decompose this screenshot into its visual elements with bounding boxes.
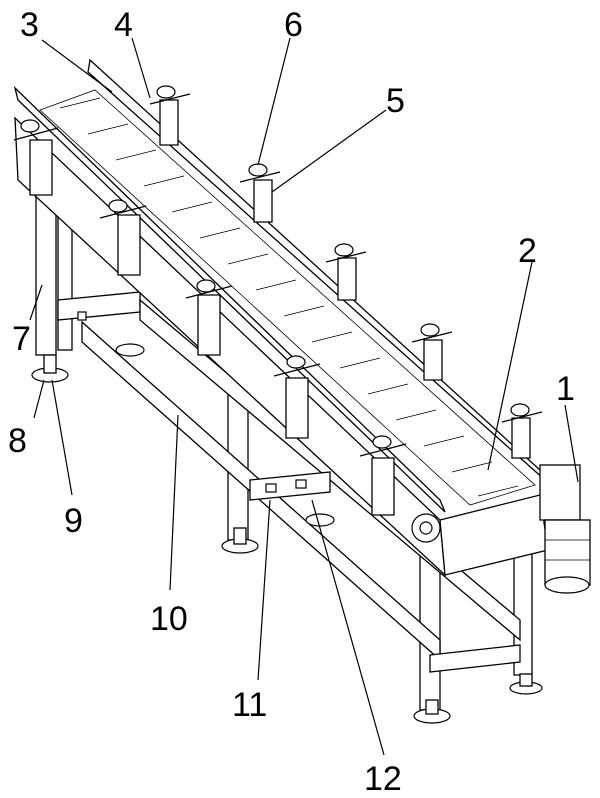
callout-4: 4 xyxy=(114,6,133,44)
guide-brackets xyxy=(29,99,531,516)
drive-unit xyxy=(411,464,591,594)
callout-11: 11 xyxy=(232,686,267,724)
callout-1: 1 xyxy=(556,370,575,408)
support-legs xyxy=(35,194,533,711)
conveyor-frame xyxy=(13,58,549,577)
chain-plates xyxy=(59,97,519,497)
callout-leaders xyxy=(29,37,579,756)
callout-3: 3 xyxy=(20,6,39,44)
callout-8: 8 xyxy=(8,422,27,460)
callout-9: 9 xyxy=(64,502,83,540)
callout-2: 2 xyxy=(518,232,537,270)
callout-5: 5 xyxy=(386,82,405,120)
lower-frame xyxy=(57,291,521,673)
callout-10: 10 xyxy=(150,600,188,638)
adjustment-knobs xyxy=(13,85,543,457)
callout-7: 7 xyxy=(12,320,31,358)
leveling-feet xyxy=(31,354,543,724)
callout-labels: 1 2 3 4 6 5 7 8 9 10 11 12 xyxy=(8,6,575,798)
callout-6: 6 xyxy=(284,6,303,44)
callout-12: 12 xyxy=(364,760,402,798)
